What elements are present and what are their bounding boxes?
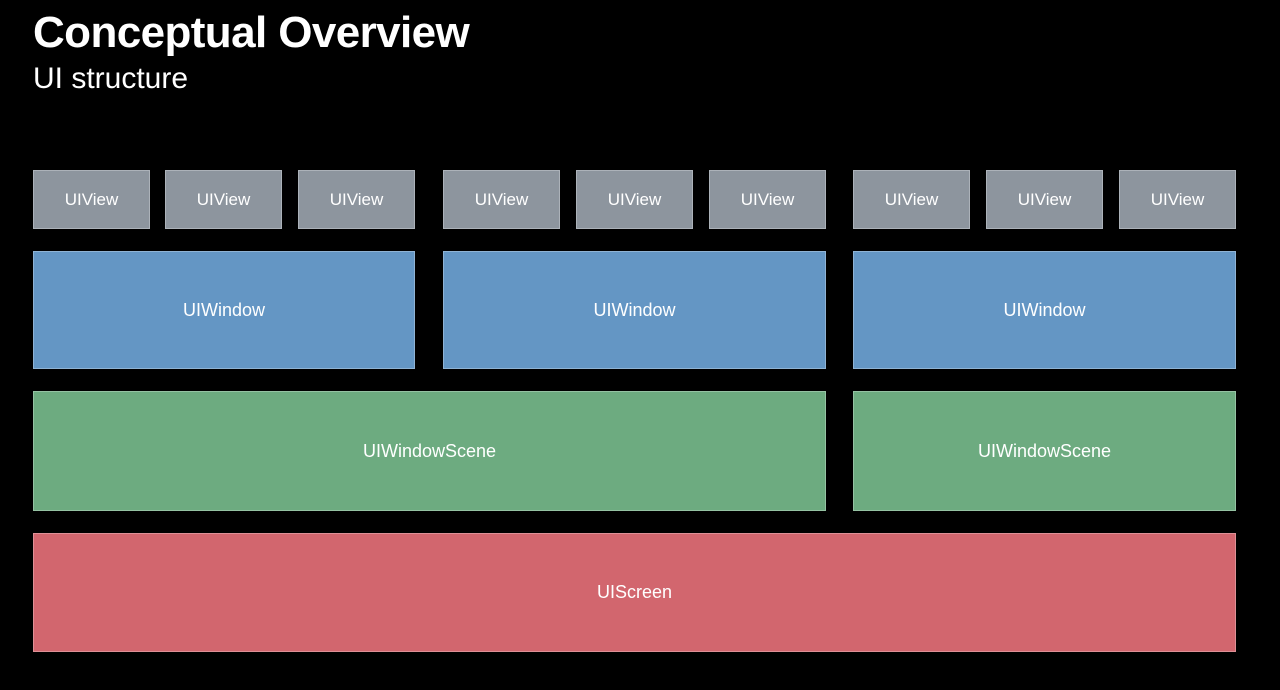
uiview-node[interactable]: UIView xyxy=(1119,170,1236,229)
uiview-node[interactable]: UIView xyxy=(576,170,693,229)
uiview-node[interactable]: UIView xyxy=(986,170,1103,229)
uiview-node[interactable]: UIView xyxy=(709,170,826,229)
uiscreen-node[interactable]: UIScreen xyxy=(33,533,1236,652)
uiview-node-label: UIView xyxy=(884,189,939,209)
uiwindowscene-node[interactable]: UIWindowScene xyxy=(853,391,1236,511)
uiwindowscene-node-label: UIWindowScene xyxy=(977,440,1112,461)
uiwindow-node-label: UIWindow xyxy=(1003,299,1086,320)
uiwindowscene-node-label: UIWindowScene xyxy=(362,440,497,461)
uiview-node-label: UIView xyxy=(474,189,529,209)
uiwindow-node[interactable]: UIWindow xyxy=(853,251,1236,369)
uiwindow-node[interactable]: UIWindow xyxy=(443,251,826,369)
uiview-node-label: UIView xyxy=(1150,189,1205,209)
uiview-node-label: UIView xyxy=(196,189,251,209)
uiview-node[interactable]: UIView xyxy=(853,170,970,229)
uiwindow-node-label: UIWindow xyxy=(182,299,266,320)
slide-header: Conceptual Overview UI structure xyxy=(33,8,470,97)
uiview-node[interactable]: UIView xyxy=(165,170,282,229)
uiwindow-node-label: UIWindow xyxy=(593,299,676,320)
uiview-node[interactable]: UIView xyxy=(33,170,150,229)
uiview-node-label: UIView xyxy=(329,189,384,209)
uiview-node-label: UIView xyxy=(64,189,119,209)
page-title: Conceptual Overview xyxy=(33,8,470,57)
uiview-node[interactable]: UIView xyxy=(443,170,560,229)
page-subtitle: UI structure xyxy=(33,62,189,96)
uiwindowscene-node[interactable]: UIWindowScene xyxy=(33,391,826,511)
uiview-node[interactable]: UIView xyxy=(298,170,415,229)
uiview-node-label: UIView xyxy=(1017,189,1072,209)
uiview-node-label: UIView xyxy=(740,189,795,209)
uiwindow-node[interactable]: UIWindow xyxy=(33,251,415,369)
uiscreen-node-label: UIScreen xyxy=(596,582,673,602)
uiview-node-label: UIView xyxy=(607,189,662,209)
